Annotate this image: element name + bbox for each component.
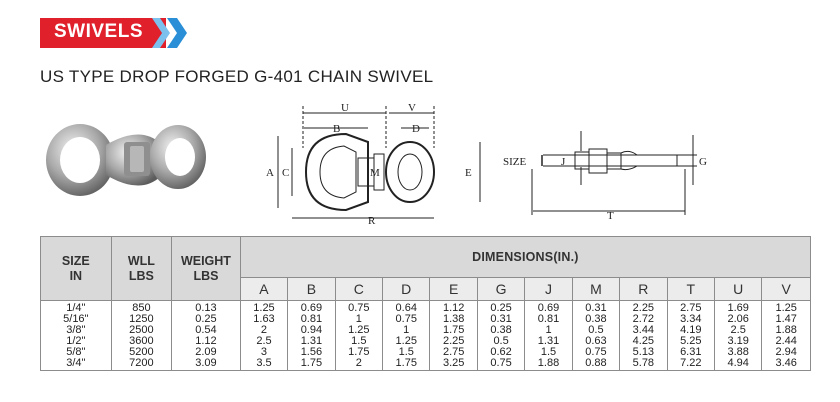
section-banner	[40, 18, 187, 48]
table-cell: 1.12	[429, 300, 478, 314]
chevron-right-icon	[167, 18, 187, 48]
header-dim-b: B	[287, 277, 336, 301]
table-cell: 1.75	[382, 358, 431, 371]
header-weight: WEIGHT LBS	[171, 236, 241, 301]
table-cell: 1.69	[713, 300, 763, 314]
header-wll: WLL LBS	[110, 236, 173, 301]
table-cell: 7.22	[666, 358, 715, 371]
table-cell: 1.88	[761, 325, 811, 336]
table-cell: 3.5	[239, 358, 289, 371]
header-weight-line1: WEIGHT	[180, 253, 231, 268]
table-cell: 1/4"	[40, 300, 112, 314]
svg-text:D: D	[412, 123, 420, 135]
table-cell: 2.5	[713, 325, 763, 336]
table-cell: 4.94	[713, 358, 763, 371]
table-cell: 1.25	[239, 300, 289, 314]
table-cell: 0.64	[382, 300, 431, 314]
table-cell: 5.78	[619, 358, 668, 371]
table-cell: 0.69	[287, 300, 336, 314]
table-cell: 3.25	[429, 358, 478, 371]
svg-text:R: R	[368, 215, 376, 227]
table-cell: 2.94	[761, 347, 811, 358]
table-cell: 5/8"	[40, 347, 112, 358]
table-cell: 850	[110, 300, 173, 314]
header-dim-c: C	[334, 277, 384, 301]
table-cell: 3/4"	[40, 358, 112, 371]
header-dimensions: DIMENSIONS(IN.)	[239, 236, 812, 278]
header-wll-line2: LBS	[128, 268, 154, 283]
svg-text:M: M	[370, 167, 380, 179]
table-cell: 0.25	[476, 300, 526, 314]
table-cell: 5/16"	[40, 314, 112, 325]
table-cell: 1.25	[761, 300, 811, 314]
table-cell: 3.46	[761, 358, 811, 371]
header-dim-v: V	[761, 277, 811, 301]
table-cell: 0.75	[476, 358, 526, 371]
table-cell: 1/2"	[40, 336, 112, 347]
header-dim-j: J	[524, 277, 573, 301]
banner-title: SWIVELS	[54, 21, 144, 42]
table-cell: 0.88	[571, 358, 621, 371]
header-wll-line1: WLL	[127, 253, 155, 268]
table-cell: 3.88	[713, 347, 763, 358]
swivel-front-diagram: U V B D A C M E R	[266, 102, 481, 227]
header-dim-t: T	[666, 277, 715, 301]
header-dim-a: A	[239, 277, 289, 301]
header-dim-e: E	[429, 277, 478, 301]
svg-text:U: U	[341, 102, 349, 114]
table-cell: 3/8"	[40, 325, 112, 336]
table-cell: 7200	[110, 358, 173, 371]
header-dim-m: M	[571, 277, 621, 301]
table-cell: 0.69	[524, 300, 573, 314]
swivel-photo	[46, 124, 206, 196]
table-cell: 2	[334, 358, 384, 371]
page-title: US TYPE DROP FORGED G-401 CHAIN SWIVEL	[40, 67, 434, 86]
table-cell: 0.13	[171, 300, 241, 314]
header-size: SIZE IN	[40, 236, 112, 301]
specs-table: SIZE IN WLL LBS WEIGHT LBS DIMENSIONS(IN…	[40, 236, 812, 371]
svg-text:G: G	[699, 156, 707, 168]
table-cell: 1.88	[524, 358, 573, 371]
table-cell: 2.25	[619, 300, 668, 314]
swivel-side-diagram: SIZE J G T	[503, 131, 707, 222]
svg-text:B: B	[333, 123, 340, 135]
table-cell: 0.31	[571, 300, 621, 314]
svg-text:V: V	[408, 102, 416, 114]
table-cell: 1.75	[287, 358, 336, 371]
table-cell: 1.47	[761, 314, 811, 325]
table-cell: 2.75	[666, 300, 715, 314]
svg-text:C: C	[282, 167, 289, 179]
header-weight-line2: LBS	[193, 268, 219, 283]
header-dim-r: R	[619, 277, 668, 301]
table-cell: 2.06	[713, 314, 763, 325]
header-dim-d: D	[382, 277, 431, 301]
svg-text:A: A	[266, 167, 274, 179]
table-cell: 0.75	[334, 300, 384, 314]
svg-text:J: J	[561, 156, 566, 168]
table-cell: 2.44	[761, 336, 811, 347]
svg-text:E: E	[465, 167, 472, 179]
svg-text:T: T	[607, 210, 614, 222]
chevron-right-icon	[152, 18, 170, 48]
header-size-line1: SIZE	[61, 253, 90, 268]
header-size-line2: IN	[69, 268, 83, 283]
table-cell: 3.19	[713, 336, 763, 347]
svg-text:SIZE: SIZE	[503, 156, 527, 168]
table-cell: 3.09	[171, 358, 241, 371]
header-dim-u: U	[713, 277, 763, 301]
header-dim-g: G	[476, 277, 526, 301]
